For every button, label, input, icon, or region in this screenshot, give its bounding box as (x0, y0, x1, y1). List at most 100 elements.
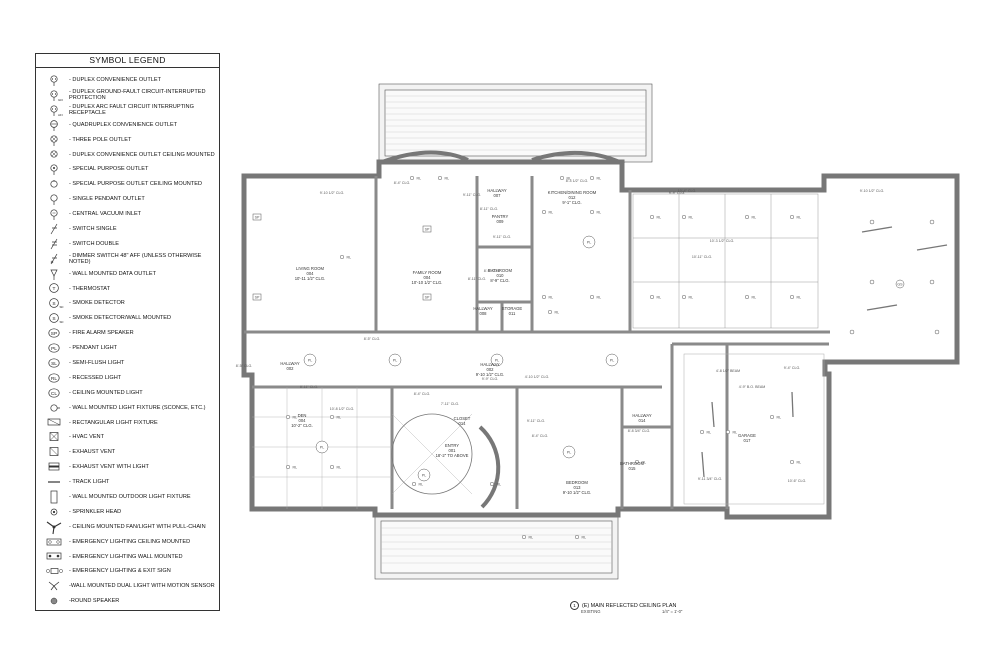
room-ceiling: 9'-10 1/2" CLG. (563, 490, 592, 495)
fixture-mark (895, 279, 905, 289)
room-number: 001 (449, 448, 457, 453)
drawing-title-text: (E) MAIN REFLECTED CEILING PLAN (582, 602, 677, 609)
room-number: 004 (424, 275, 432, 280)
ceiling-note: 9'-11" CLG. (527, 419, 545, 423)
fixture-code: RL (548, 295, 553, 299)
ceiling-note: 8'-11" CLG. (480, 207, 498, 211)
ceiling-note: 9'-4" CLG. (784, 366, 801, 370)
legend-symbol-code: CL (51, 390, 57, 396)
pendant-light-icon: PL (44, 341, 64, 355)
legend-symbol-code: RL (51, 376, 57, 382)
fire-alarm-speaker-icon: SP (44, 326, 64, 340)
room-number: 004 (299, 418, 307, 423)
legend-item: - DUPLEX CONVENIENCE OUTLET CEILING MOUN… (36, 147, 219, 162)
fixture-code: RL (596, 295, 601, 299)
room-name: HALLWAY (473, 306, 492, 311)
ceiling-note: 8'-4" CLG. (394, 181, 411, 185)
single-pendant-outlet-icon (44, 192, 64, 206)
legend-label: - SWITCH SINGLE (69, 226, 117, 233)
fixture-code: RL (732, 430, 737, 434)
fixture-mark (489, 481, 495, 487)
fixture-mark (744, 294, 750, 300)
ceiling-note: 8'-11" CLG. (468, 277, 486, 281)
fixture-mark (490, 353, 504, 367)
legend-label: -ROUND SPEAKER (69, 598, 120, 605)
room-number: 011 (509, 311, 516, 316)
legend-title: SYMBOL LEGEND (36, 54, 219, 68)
ceiling-note: 10'-11" CLG. (692, 255, 712, 259)
symbol-legend: SYMBOL LEGEND - DUPLEX CONVENIENCE OUTLE… (35, 53, 220, 611)
data-outlet-icon (44, 267, 64, 281)
legend-item: - HVAC VENT (36, 430, 219, 445)
room-number: 015 (629, 466, 637, 471)
ceiling-note: 9'-10 1/2" CLG. (320, 191, 345, 195)
legend-item: - EXHAUST VENT (36, 445, 219, 460)
fixture-mark (649, 294, 655, 300)
legend-item: - WALL MOUNTED LIGHT FIXTURE (SCONCE, ET… (36, 401, 219, 416)
room-ceiling: 9'-1" CLG. (562, 200, 581, 205)
legend-item: - EMERGENCY LIGHTING & EXIT SIGN (36, 564, 219, 579)
legend-item: - SPECIAL PURPOSE OUTLET (36, 162, 219, 177)
room-ceiling: 10'-11 1/2" CLG. (295, 276, 326, 281)
legend-label: - CEILING MOUNTED LIGHT (69, 389, 143, 396)
legend-symbol-subscript: SD (60, 305, 64, 309)
ceiling-note: 8'-5" CLG. (236, 364, 253, 368)
recessed-light-icon: RL (44, 371, 64, 385)
legend-item: - THREE POLE OUTLET (36, 133, 219, 148)
fixture-mark (329, 464, 335, 470)
switch-double-icon (44, 237, 64, 251)
fixture-mark (929, 219, 935, 225)
fixture-code: RL (528, 535, 533, 539)
ceiling-note: 8'-8 3/4" CLG. (628, 429, 651, 433)
legend-item: AFI- DUPLEX ARC FAULT CIRCUIT INTERRUPTI… (36, 103, 219, 118)
smoke-detector-icon: S SD (44, 296, 64, 310)
pendant-code: PL (320, 446, 324, 450)
legend-label: - DUPLEX GROUND-FAULT CIRCUIT-INTERRUPTE… (69, 88, 206, 102)
three-pole-outlet-icon (44, 133, 64, 147)
drawing-title: 1(E) MAIN REFLECTED CEILING PLAN (570, 601, 676, 610)
ceiling-note: 8'-4" CLG. (414, 392, 431, 396)
room-name: KITCHEN/DINING ROOM (548, 190, 597, 195)
special-ceiling-outlet-icon (44, 177, 64, 191)
legend-item: - EMERGENCY LIGHTING CEILING MOUNTED (36, 535, 219, 550)
legend-label: - WALL MOUNTED LIGHT FIXTURE (SCONCE, ET… (69, 404, 206, 411)
legend-label: - SPRINKLER HEAD (69, 508, 122, 515)
drawing-scale: 1/4" = 1'-0" (662, 609, 683, 614)
duplex-outlet-icon (44, 73, 64, 87)
legend-symbol-code: S (52, 301, 55, 307)
ceiling-note: 10'-8 1/2" CLG. (330, 407, 355, 411)
exterior-walls (241, 159, 960, 520)
legend-label: - EMERGENCY LIGHTING CEILING MOUNTED (69, 538, 191, 545)
track-light-icon (44, 475, 64, 489)
room-name: DEN (298, 413, 307, 418)
ceiling-note: 9'-11" CLG. (463, 193, 481, 197)
fixture-code: RL (596, 176, 601, 180)
fixture-mark (929, 279, 935, 285)
fixture-mark (725, 429, 731, 435)
fixture-code: RL (796, 295, 801, 299)
ceiling-note: 8'-4 1/2" CLG. (566, 179, 589, 183)
switch-single-icon (44, 222, 64, 236)
fixture-code: RL (688, 295, 693, 299)
speaker-code: SP (425, 295, 430, 299)
fixture-mark (329, 414, 335, 420)
ceiling-note: 9'-11" CLG. (493, 235, 511, 239)
legend-symbol-code: S (52, 316, 55, 322)
fixture-code: RL (688, 215, 693, 219)
legend-item: CL - CEILING MOUNTED LIGHT (36, 386, 219, 401)
fixture-code: RL (566, 176, 571, 180)
legend-symbol-code: AFI (58, 113, 63, 117)
special-outlet-icon (44, 162, 64, 176)
legend-item: - TRACK LIGHT (36, 475, 219, 490)
legend-item: - SPRINKLER HEAD (36, 505, 219, 520)
fixture-mark (417, 468, 431, 482)
fixture-code: RL (548, 210, 553, 214)
legend-label: - CENTRAL VACUUM INLET (69, 211, 142, 218)
ceiling-height-notes: 9'-10 1/2" CLG. 8'-4" CLG. 9'-11" CLG. 8'-4… (236, 179, 885, 483)
ceiling-note: 10'-3 1/2" CLG. (710, 239, 735, 243)
